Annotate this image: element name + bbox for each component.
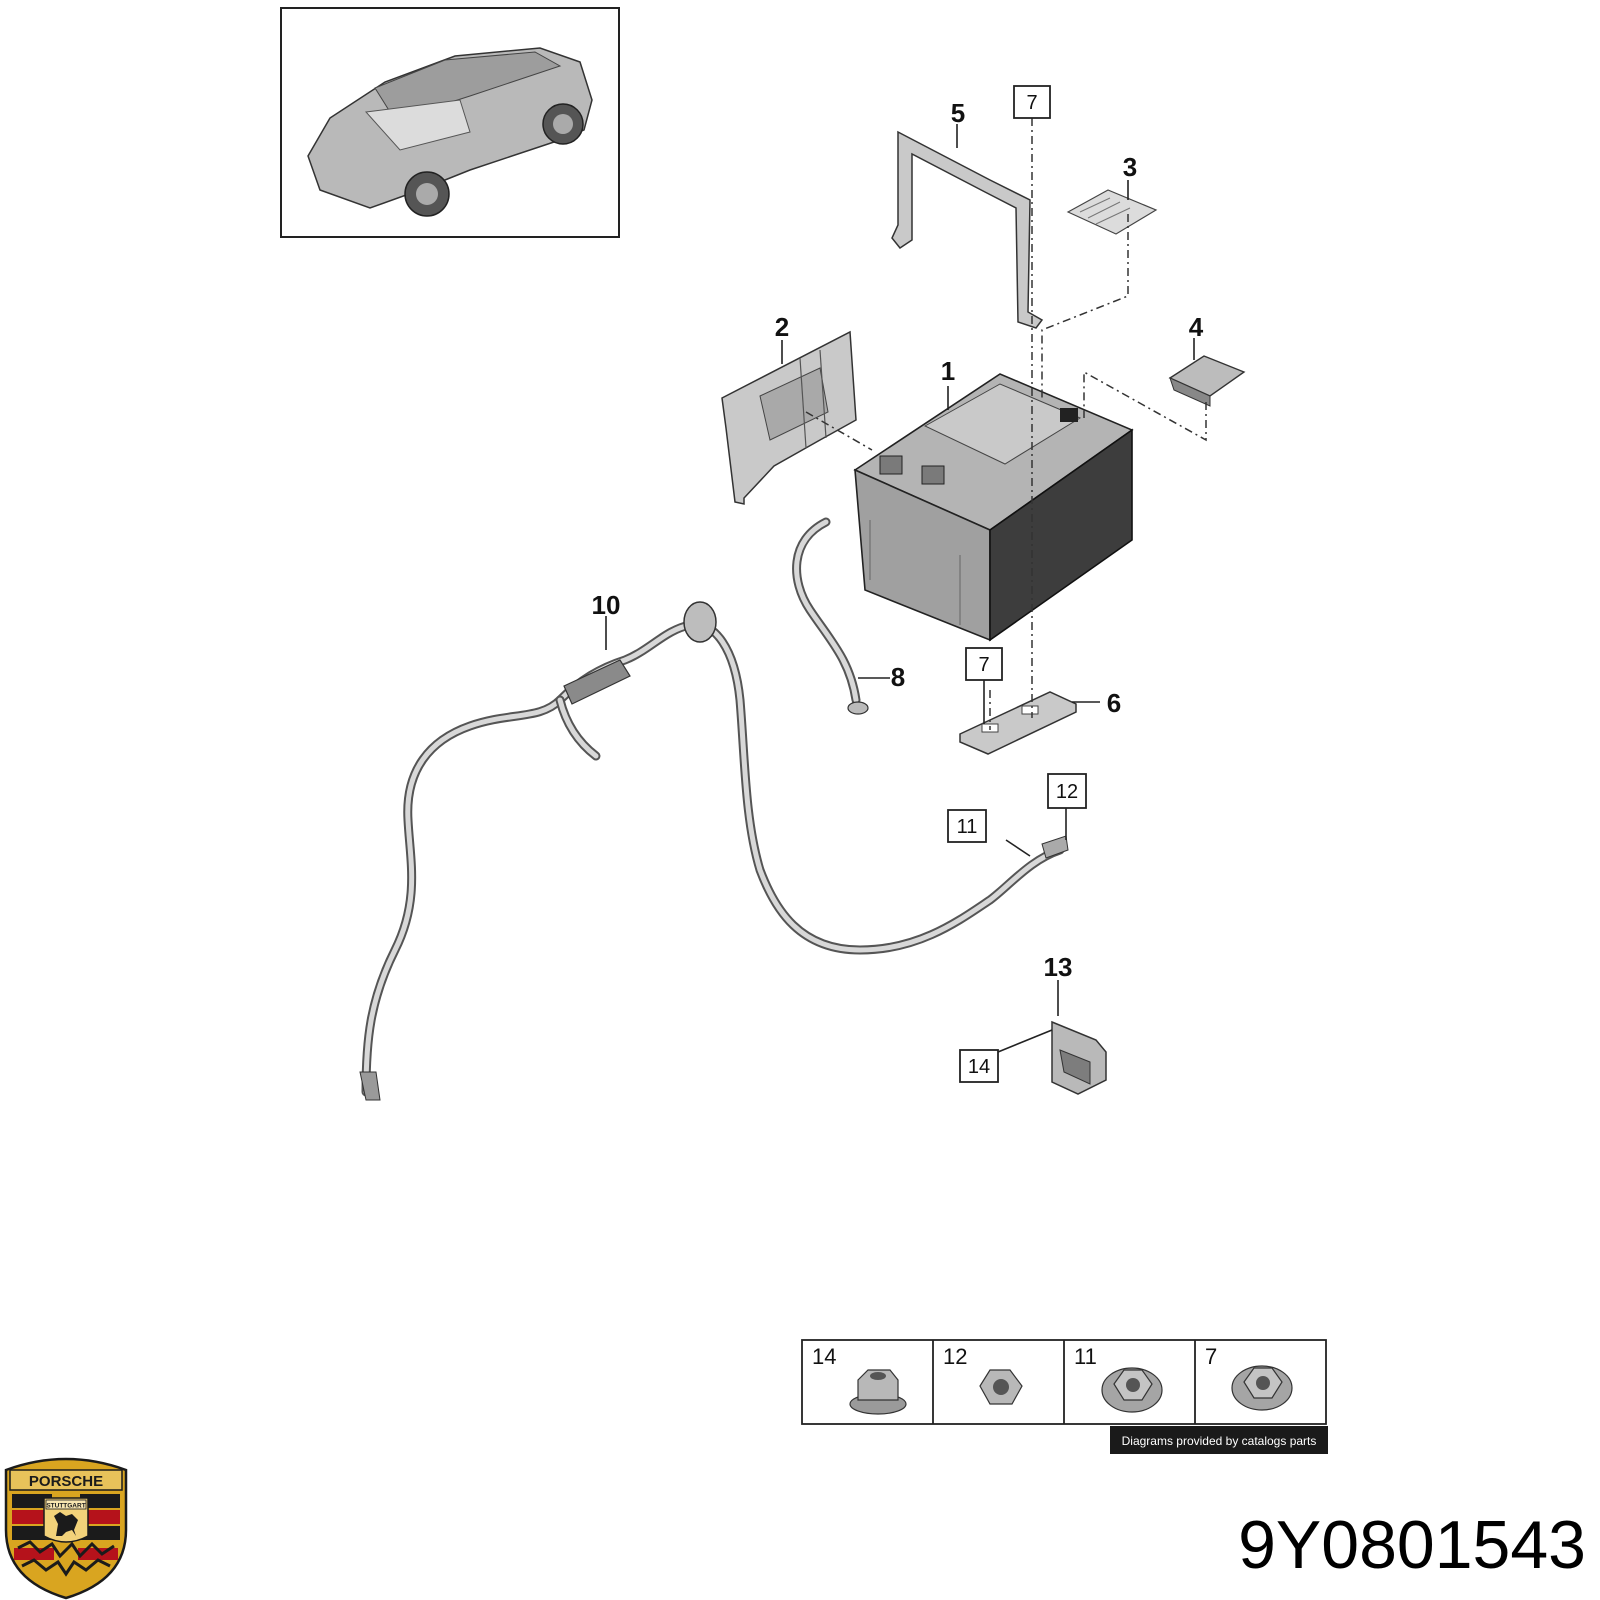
svg-text:7: 7 [1205, 1344, 1217, 1369]
callout-8: 8 [891, 662, 905, 692]
callout-1: 1 [941, 356, 955, 386]
svg-text:12: 12 [943, 1344, 967, 1369]
callout-5: 5 [951, 98, 965, 128]
crest-brand-text: PORSCHE [29, 1473, 103, 1490]
credit-text: Diagrams provided by catalogs parts [1122, 1434, 1317, 1448]
svg-text:11: 11 [1074, 1344, 1097, 1369]
part-8-ground-strap [792, 517, 869, 715]
part-13-holder [1051, 1020, 1107, 1095]
hex-nut-icon [979, 1369, 1023, 1405]
callout-3: 3 [1123, 152, 1137, 182]
part-6-bracket [959, 691, 1077, 755]
flange-nut-icon [1101, 1367, 1163, 1413]
svg-text:7: 7 [978, 654, 989, 676]
svg-text:12: 12 [1056, 781, 1078, 803]
callout-2: 2 [775, 312, 789, 342]
leader-lines [605, 124, 1195, 1053]
svg-text:11: 11 [957, 816, 978, 838]
part-number: 9Y0801543 [1238, 1507, 1586, 1583]
ref-box-14: 14 [959, 1049, 999, 1083]
vehicle-thumbnail [280, 7, 620, 238]
flange-nut-icon [849, 1369, 907, 1415]
fastener-cell-11: 11 [1074, 1344, 1163, 1413]
callout-4: 4 [1189, 312, 1204, 342]
svg-text:14: 14 [968, 1056, 990, 1078]
part-10-cable-harness [359, 601, 1069, 1101]
porsche-crest-logo: PORSCHE STUTTGART [4, 1457, 128, 1600]
crest-city-text: STUTTGART [46, 1503, 85, 1510]
ref-box-7-top: 7 [1013, 85, 1051, 119]
boxed-references: 7 7 11 12 14 [947, 85, 1087, 1083]
svg-text:14: 14 [812, 1344, 836, 1369]
antler-icon [21, 1558, 111, 1577]
part-4-cover [1168, 355, 1246, 407]
fastener-cell-12: 12 [943, 1344, 1023, 1405]
fastener-table: 14 12 11 7 [801, 1339, 1327, 1425]
callout-6: 6 [1107, 688, 1121, 718]
ref-box-12: 12 [1047, 773, 1087, 809]
fastener-cell-7: 7 [1205, 1344, 1293, 1411]
fastener-cell-14: 14 [812, 1344, 907, 1415]
reference-lines [805, 118, 1207, 730]
part-2-panel [721, 330, 857, 505]
callout-labels: 1 2 3 4 5 6 8 10 13 [592, 98, 1204, 982]
callout-10: 10 [592, 590, 621, 620]
ref-box-11: 11 [947, 809, 987, 843]
credit-strip: Diagrams provided by catalogs parts [1110, 1426, 1328, 1454]
ref-box-7-bottom: 7 [965, 647, 1003, 681]
antler-icon [17, 1540, 115, 1559]
part-1-battery [853, 373, 1134, 642]
part-3-label [1066, 189, 1158, 235]
part-5-strap [891, 130, 1044, 329]
horse-icon [54, 1512, 78, 1536]
flange-nut-icon [1231, 1365, 1293, 1411]
callout-13: 13 [1044, 952, 1073, 982]
svg-text:7: 7 [1026, 92, 1037, 114]
